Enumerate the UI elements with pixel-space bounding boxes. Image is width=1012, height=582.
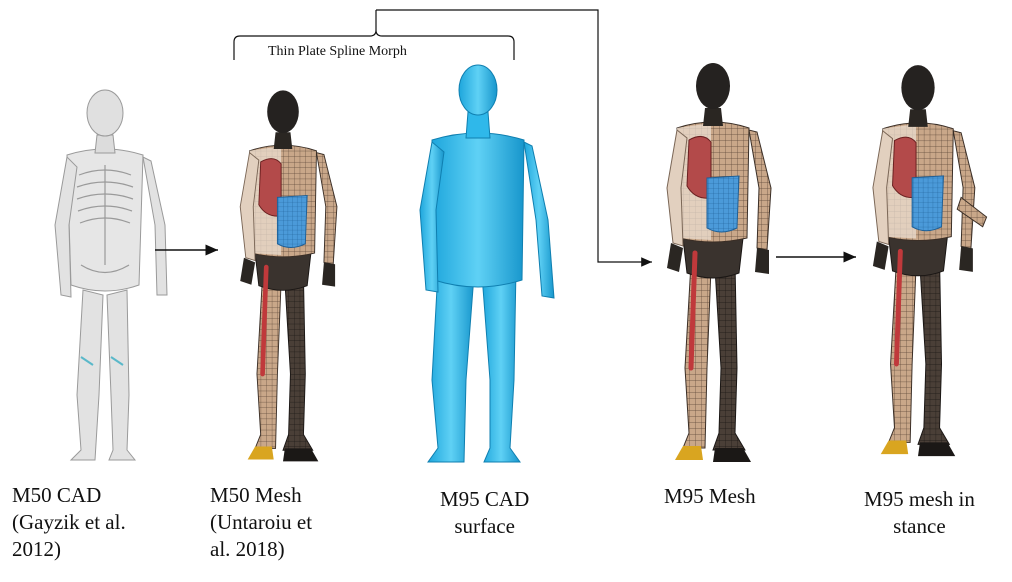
caption-m50-cad: M50 CAD (Gayzik et al. 2012) [12,482,126,563]
caption-line: M95 Mesh [664,483,756,510]
caption-m95-cad: M95 CAD surface [440,486,529,540]
caption-line: (Untaroiu et [210,509,312,536]
caption-line: al. 2018) [210,536,312,563]
m50-mesh-figure [240,90,337,461]
caption-m50-mesh: M50 Mesh (Untaroiu et al. 2018) [210,482,312,563]
m95-cad-figure [420,65,554,462]
caption-line: 2012) [12,536,126,563]
caption-line: M95 CAD [440,486,529,513]
caption-m95-stance: M95 mesh in stance [864,486,975,540]
caption-line: stance [864,513,975,540]
caption-m95-mesh: M95 Mesh [664,483,756,510]
caption-line: M95 mesh in [864,486,975,513]
m95-mesh-figure [667,63,771,462]
caption-line: surface [440,513,529,540]
caption-line: M50 Mesh [210,482,312,509]
caption-line: (Gayzik et al. [12,509,126,536]
morph-label: Thin Plate Spline Morph [268,44,407,60]
m95-stance-figure [873,65,987,456]
caption-line: M50 CAD [12,482,126,509]
m50-cad-figure [55,90,167,460]
